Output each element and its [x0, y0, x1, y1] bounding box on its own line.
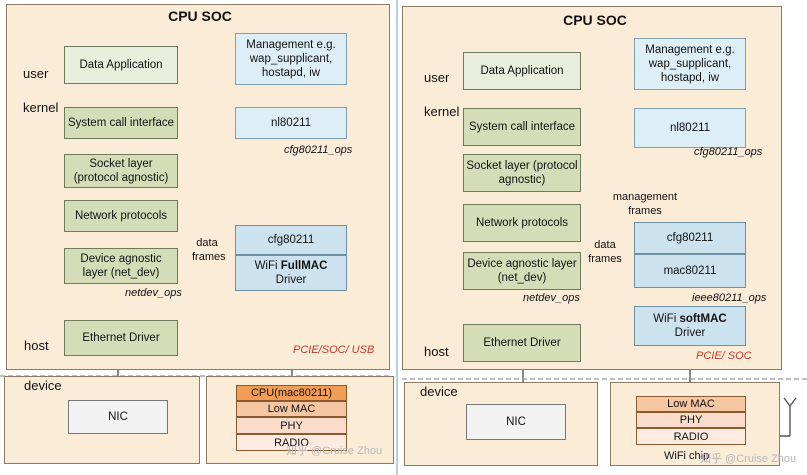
- management-box-right: Management e.g. wap_supplicant, hostapd,…: [634, 38, 746, 90]
- chip-low-mac-left: Low MAC: [236, 401, 347, 417]
- nl80211-box-right: nl80211: [634, 108, 746, 148]
- cfg80211-box: cfg80211: [235, 225, 347, 255]
- lane-user-left: user: [23, 66, 49, 81]
- chip-cpu-mac80211: CPU(mac80211): [236, 385, 347, 401]
- data-application-box-right: Data Application: [463, 52, 581, 90]
- cfg80211-ops-label: cfg80211_ops: [284, 144, 353, 156]
- nl80211-box: nl80211: [235, 107, 347, 139]
- cpu-soc-title-right: CPU SOC: [563, 12, 627, 28]
- chip-phy-left: PHY: [236, 417, 347, 434]
- lane-user-right: user: [424, 70, 450, 85]
- chip-low-mac-right: Low MAC: [636, 396, 746, 412]
- device-agnostic-box: Device agnostic layer (net_dev): [64, 248, 178, 284]
- management-frames-label: management frames: [612, 191, 678, 217]
- device-agnostic-box-right: Device agnostic layer (net_dev): [463, 252, 581, 290]
- management-box: Management e.g. wap_supplicant, hostapd,…: [235, 33, 347, 85]
- lane-host-left: host: [24, 338, 49, 353]
- netdev-ops-label: netdev_ops: [125, 287, 182, 299]
- system-call-box: System call interface: [64, 107, 178, 139]
- driver-suffix: Driver: [275, 274, 307, 286]
- nic-box-left: NIC: [68, 400, 168, 434]
- cfg80211-ops-label-right: cfg80211_ops: [694, 146, 763, 158]
- watermark-left: 知乎 @Cruise Zhou: [286, 445, 383, 457]
- lane-host-right: host: [424, 344, 449, 359]
- data-frames-label-right: data frames: [588, 239, 622, 265]
- ethernet-driver-box-right: Ethernet Driver: [463, 324, 581, 362]
- driver-type-right: softMAC: [679, 313, 727, 325]
- ieee80211-ops-label: ieee80211_ops: [692, 292, 767, 304]
- mac80211-box-right: mac80211: [634, 254, 746, 288]
- cpu-soc-title-left: CPU SOC: [168, 8, 232, 24]
- socket-layer-box: Socket layer (protocol agnostic): [64, 154, 178, 188]
- network-protocols-box-right: Network protocols: [463, 204, 581, 242]
- chip-radio-left: RADIO: [236, 434, 347, 451]
- bus-label-left: PCIE/SOC/ USB: [293, 344, 375, 356]
- wifi-chip-label: WiFi chip: [664, 450, 710, 462]
- driver-prefix-right: WiFi: [653, 313, 680, 325]
- driver-type: FullMAC: [280, 260, 328, 272]
- watermark-right: 知乎 @Cruise Zhou: [700, 453, 797, 465]
- lane-kernel-left: kernel: [23, 100, 59, 115]
- driver-suffix-right: Driver: [674, 327, 706, 339]
- wifi-fullmac-driver-box: WiFi FullMAC Driver: [235, 255, 347, 291]
- driver-prefix: WiFi: [254, 260, 281, 272]
- lane-device-right: device: [420, 384, 458, 399]
- netdev-ops-label-right: netdev_ops: [523, 292, 580, 304]
- data-frames-label: data frames: [192, 237, 226, 263]
- socket-layer-box-right: Socket layer (protocol agnostic): [463, 154, 581, 192]
- data-application-box: Data Application: [64, 46, 178, 84]
- bus-label-right: PCIE/ SOC: [696, 350, 752, 362]
- wifi-softmac-driver-box: WiFi softMAC Driver: [634, 306, 746, 346]
- chip-radio-right: RADIO: [636, 428, 746, 445]
- panel-separator: [396, 0, 398, 475]
- cfg80211-box-right: cfg80211: [634, 222, 746, 254]
- system-call-box-right: System call interface: [463, 108, 581, 146]
- chip-phy-right: PHY: [636, 412, 746, 428]
- ethernet-driver-box: Ethernet Driver: [64, 320, 178, 356]
- lane-device-left: device: [24, 378, 62, 393]
- lane-kernel-right: kernel: [424, 104, 460, 119]
- nic-box-right: NIC: [466, 404, 566, 440]
- network-protocols-box: Network protocols: [64, 200, 178, 232]
